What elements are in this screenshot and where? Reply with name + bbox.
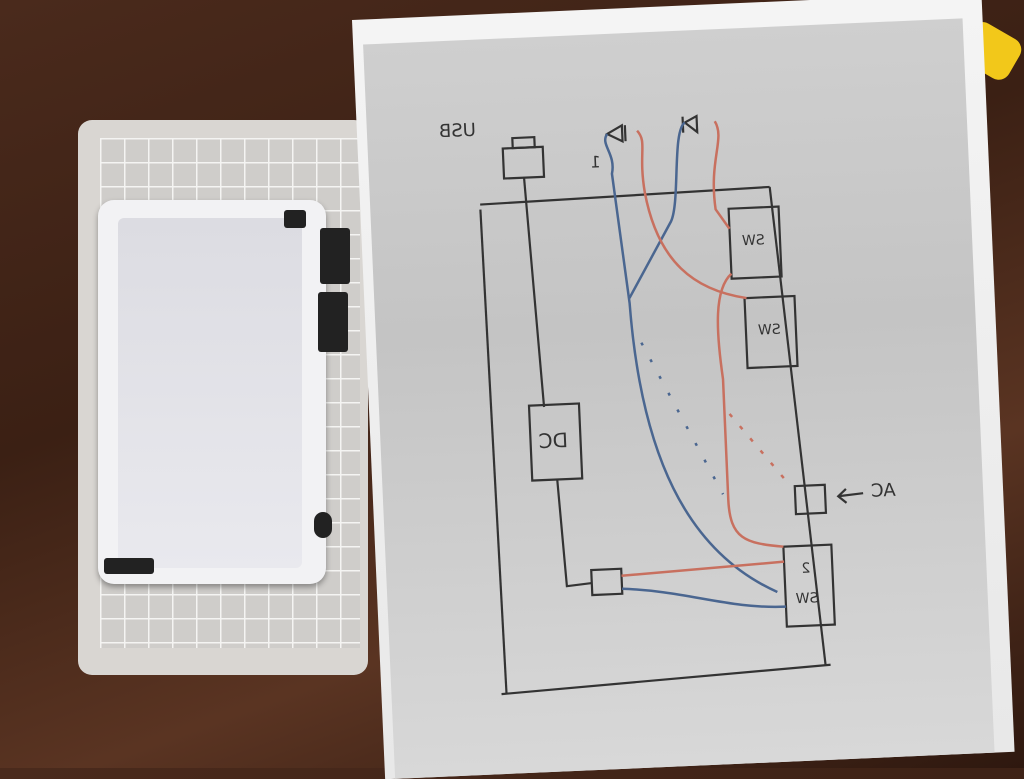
wiring-diagram: USB DC AC SW SW SW 2 1: [363, 18, 995, 779]
label-switch-mid: SW: [757, 321, 781, 339]
switch-top: [727, 205, 783, 280]
label-led-mark: 1: [590, 152, 602, 172]
left-rail: [479, 209, 508, 694]
corner-clip: [284, 210, 306, 228]
label-switch-bottom-number: 2: [801, 560, 811, 577]
red-wires: [621, 120, 792, 578]
paper-sheet: USB DC AC SW SW SW 2 1: [352, 0, 1015, 779]
corner-clip: [104, 558, 154, 574]
switch-bottom: [782, 543, 836, 628]
bottom-rail: [501, 663, 831, 696]
label-dc: DC: [538, 427, 569, 454]
enclosure-cavity: [118, 218, 302, 568]
top-rail: [480, 185, 770, 206]
connector: [590, 567, 624, 597]
label-switch-bottom: SW: [795, 590, 819, 608]
dc-jack: [314, 512, 332, 538]
label-usb: USB: [438, 119, 477, 143]
blue-wires: [604, 121, 787, 609]
diagram-lines: [479, 114, 864, 696]
usb-port: [501, 145, 546, 180]
right-rail: [768, 186, 827, 666]
label-switch-top: SW: [741, 232, 766, 250]
rocker-switch-1: [320, 228, 350, 284]
ac-inlet: [793, 483, 828, 516]
rocker-switch-2: [318, 292, 348, 352]
label-ac: AC: [870, 479, 897, 502]
switch-mid: [743, 294, 799, 370]
